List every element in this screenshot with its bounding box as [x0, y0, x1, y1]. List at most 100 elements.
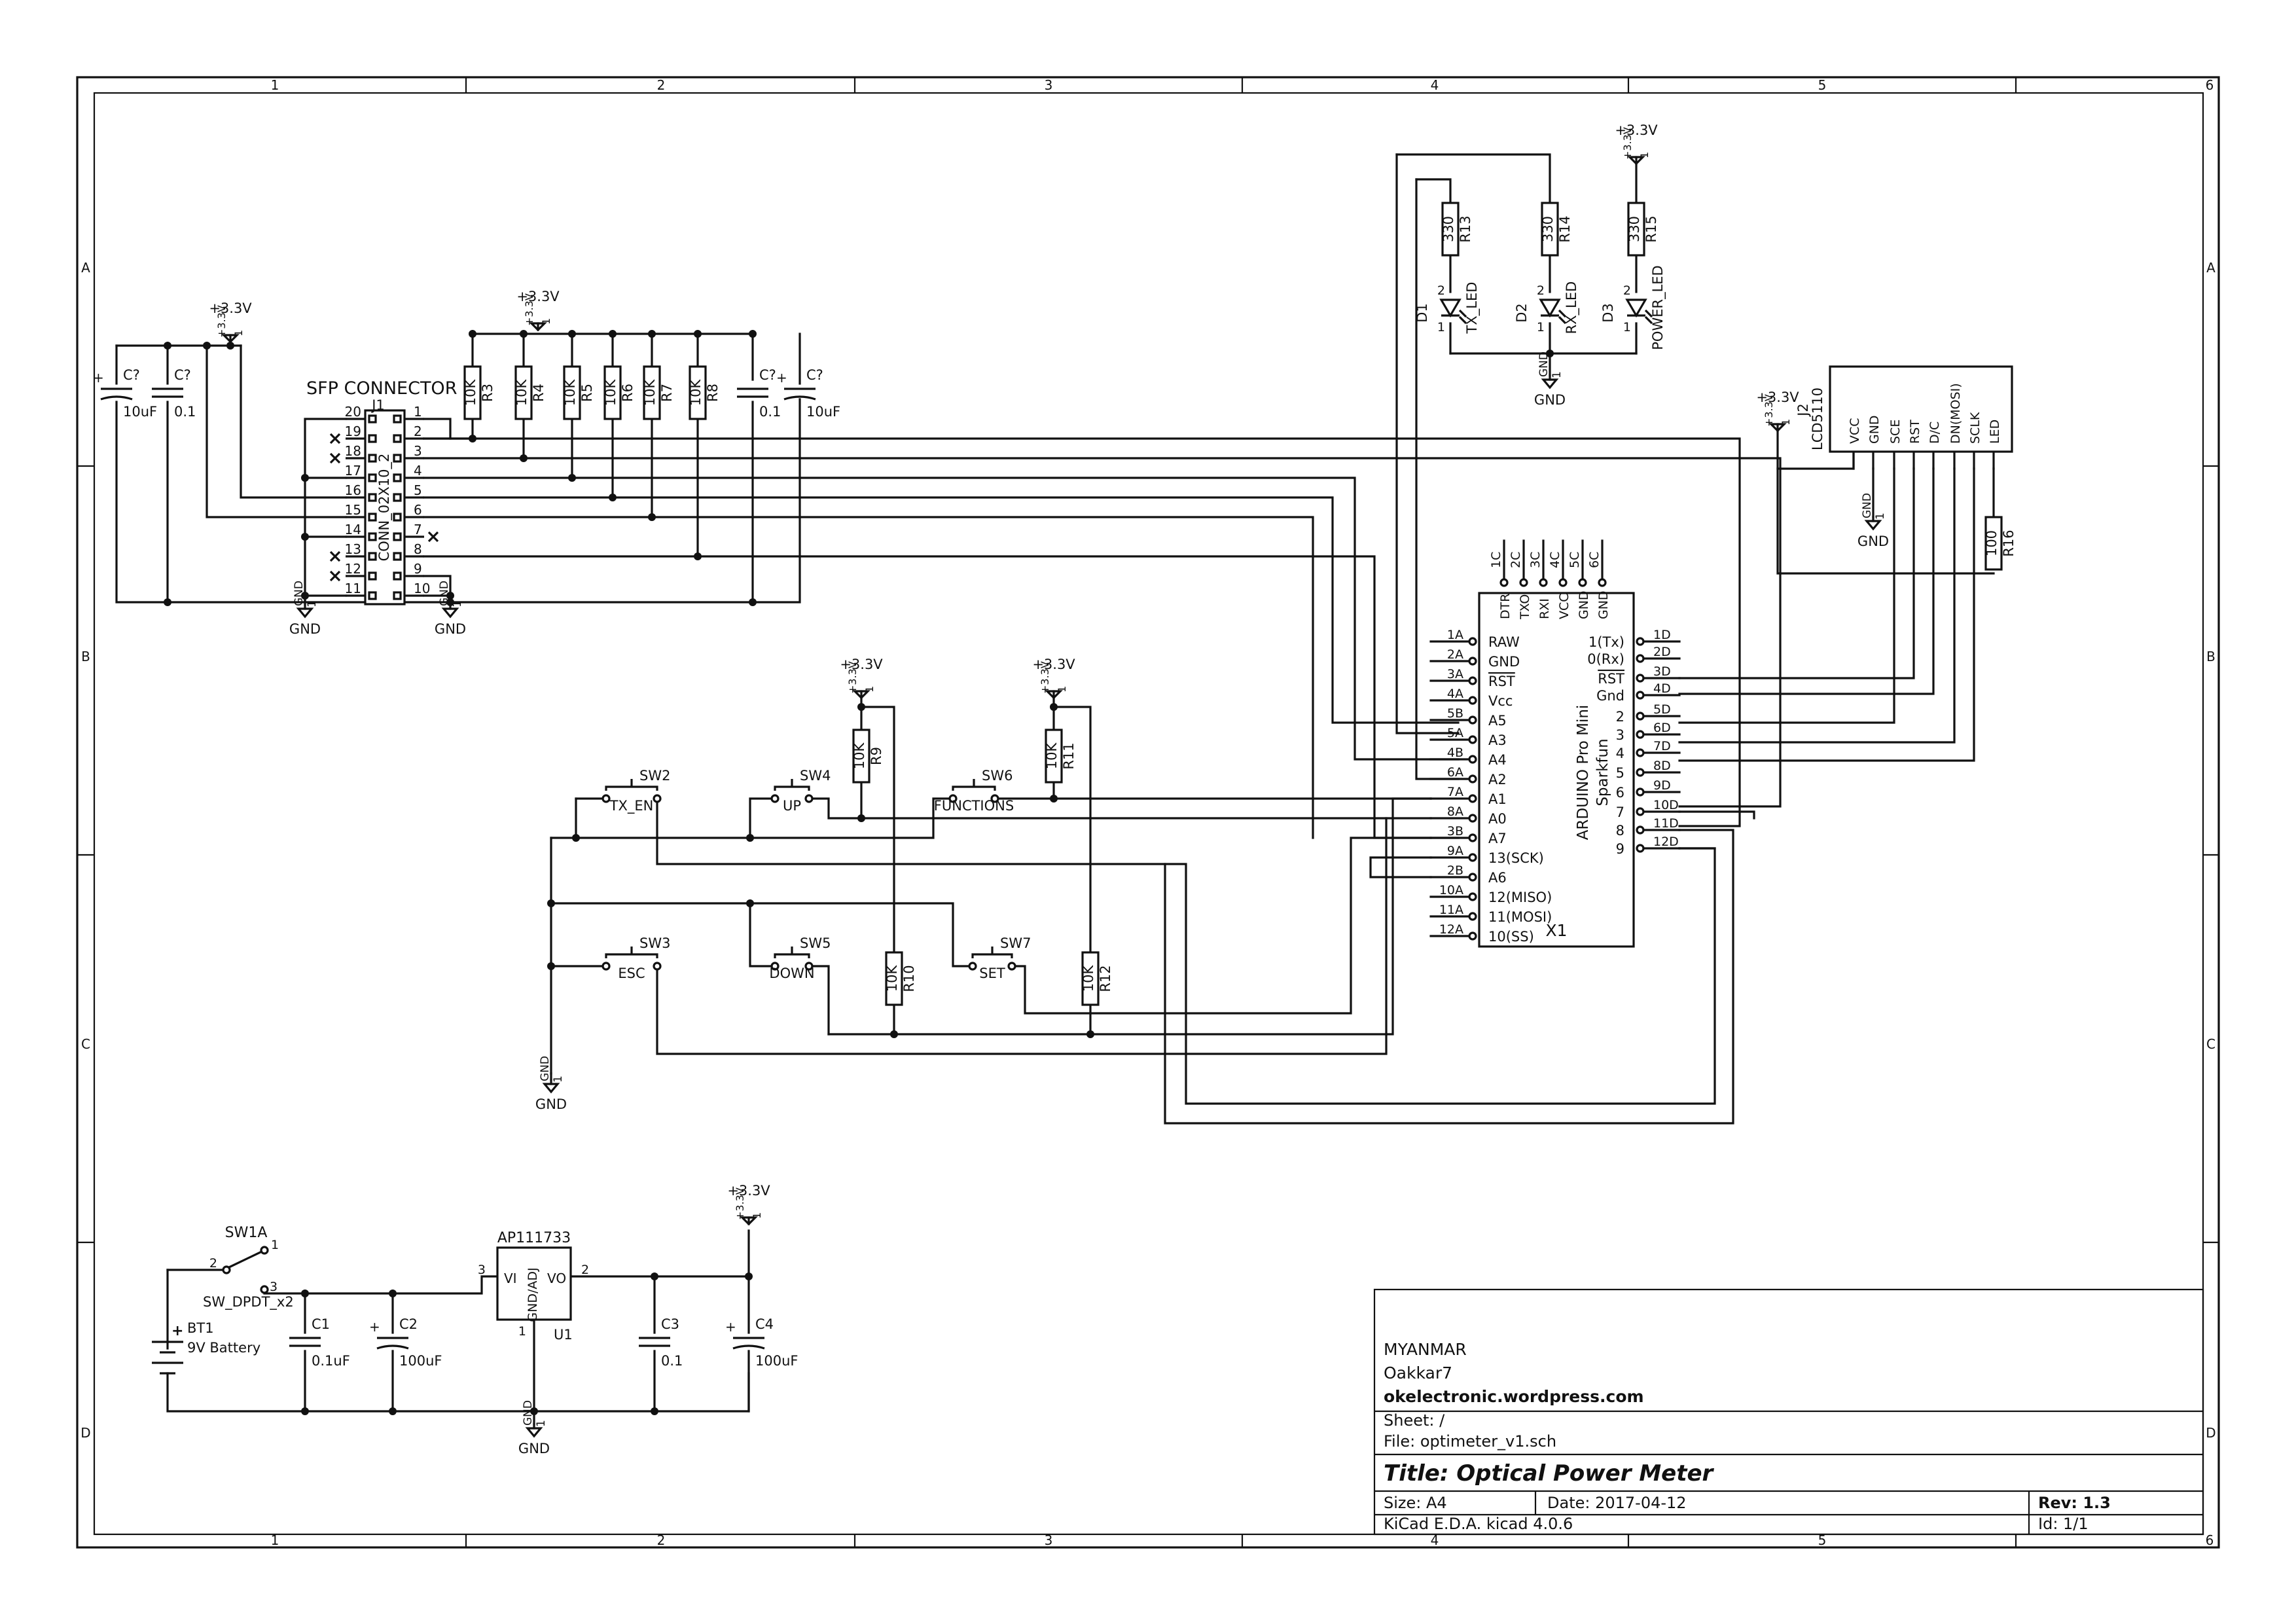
- vcc-pin-label: 1: [1638, 152, 1651, 158]
- lcd-pin-label: RST: [1908, 420, 1922, 444]
- sfp-pin16: [240, 344, 347, 499]
- column-label: 3: [1045, 1532, 1053, 1548]
- arduino-pin: [1468, 755, 1477, 764]
- sfp-pin-number: 2: [414, 424, 422, 439]
- arduino-pin-label: Vcc: [1488, 693, 1513, 709]
- arduino-pin-label: A7: [1488, 831, 1507, 846]
- arduino-pin-label: 8: [1616, 823, 1624, 839]
- switch-actuator: [971, 953, 1013, 958]
- lcd-pin-label: DN(MOSI): [1948, 383, 1963, 444]
- switch-ref: SW4: [800, 768, 831, 784]
- arduino-pin: [1539, 578, 1548, 587]
- sfp-pin-number: 20: [345, 404, 361, 420]
- junction-dot: [651, 1272, 658, 1280]
- sfp-pin-number: 11: [345, 581, 361, 596]
- switch-contact: [1007, 962, 1016, 971]
- resistor-value: 10K: [1081, 965, 1096, 992]
- battery-ref: BT1: [187, 1320, 214, 1336]
- resistor-ref: R11: [1061, 742, 1077, 769]
- capacitor-plate: [376, 1344, 409, 1350]
- sfp-pin-number: 3: [414, 443, 422, 459]
- arduino-pin-label: 9: [1616, 841, 1624, 857]
- column-label: 2: [657, 77, 666, 93]
- led-symbol: [1439, 298, 1462, 318]
- capacitor-value: 10uF: [123, 404, 157, 420]
- lcd-ref: J2: [1795, 403, 1811, 418]
- led-rail-top: [1395, 153, 1551, 204]
- resistor-value: 10K: [514, 379, 529, 406]
- led-arrows: [1458, 309, 1467, 325]
- switch-ref: SW2: [639, 768, 670, 784]
- gnd-symbol: [1864, 520, 1882, 531]
- junction-dot: [609, 330, 617, 338]
- lcd-pin-label: D/C: [1928, 422, 1942, 444]
- arduino-pin-label: 6: [1616, 785, 1624, 801]
- arduino-pin: [1468, 912, 1477, 921]
- sfp-title: SFP CONNECTOR: [306, 378, 457, 399]
- wire: [423, 418, 474, 440]
- arduino-pin-label: GND: [1488, 654, 1520, 670]
- gnd-power: [166, 1372, 750, 1413]
- sfp-pin-number: 12: [345, 561, 361, 577]
- arduino-pin: [1636, 825, 1645, 835]
- sfp-pin-pad: [368, 493, 377, 502]
- sfp-pin-number: 14: [345, 522, 361, 537]
- pin-number: 2: [581, 1263, 589, 1277]
- switch-actuator: [774, 785, 810, 791]
- resistor-ref: R12: [1098, 965, 1113, 992]
- power-switch-value: SW_DPDT_x2: [203, 1294, 294, 1310]
- arduino-pin-label: GND: [1577, 590, 1591, 619]
- wire: [1369, 856, 1432, 878]
- resistor-ref: R7: [659, 384, 675, 402]
- arduino-net-label: 3A: [1447, 667, 1463, 681]
- pin-number: 1: [1437, 320, 1445, 334]
- arduino-pin: [1636, 691, 1645, 700]
- power-symbol: [852, 690, 870, 700]
- arduino-pin: [1468, 715, 1477, 725]
- arduino-pin: [1636, 844, 1645, 853]
- column-label: 4: [1431, 77, 1439, 93]
- arduino-net-label: 2A: [1447, 647, 1463, 662]
- arduino-pin: [1636, 674, 1645, 683]
- vcc-label: +3.3V: [1032, 657, 1075, 672]
- arduino-net-label: 6C: [1587, 552, 1602, 568]
- switch-actuator: [952, 785, 996, 791]
- vcc-label: +3.3V: [1615, 122, 1658, 138]
- resistor-body: [852, 729, 870, 784]
- title-sheet: Sheet: /: [1384, 1411, 1445, 1430]
- resistor-value: 10K: [1044, 742, 1060, 770]
- junction-dot: [226, 342, 234, 350]
- pin-number: 1: [518, 1324, 526, 1339]
- resistor-value: 330: [1441, 216, 1456, 242]
- switch-contact: [653, 794, 662, 803]
- sfp-pin-pad: [393, 571, 402, 581]
- net-sfp4: [423, 477, 1460, 761]
- vcc-pin-label: +3.3V: [1763, 394, 1775, 427]
- resistor-value: 10K: [852, 742, 867, 770]
- vcc-label: +3.3V: [727, 1183, 770, 1199]
- switch-name: SET: [979, 965, 1005, 981]
- arduino-pin-label: 5: [1616, 765, 1624, 781]
- capacitor-polarity: +: [725, 1319, 736, 1335]
- resistor-body: [1045, 729, 1063, 784]
- capacitor-ref: C2: [399, 1316, 418, 1332]
- gnd-symbol: [1541, 378, 1559, 389]
- title-tool: KiCad E.D.A. kicad 4.0.6: [1384, 1515, 1573, 1533]
- power-symbol: [740, 1216, 758, 1226]
- resistor-value: 10K: [642, 379, 658, 406]
- junction-dot: [1050, 795, 1058, 803]
- arduino-pin-label: 1(Tx): [1588, 634, 1624, 650]
- resistor-ref: R10: [901, 965, 917, 992]
- wire: [1776, 429, 1855, 470]
- sfp-pin-pad: [368, 591, 377, 600]
- arduino-net-label: 1C: [1489, 552, 1503, 568]
- title-size: Size: A4: [1384, 1494, 1447, 1512]
- arduino-net-label: 5B: [1447, 706, 1463, 721]
- arduino-net-label: 9D: [1653, 778, 1671, 793]
- wire: [423, 418, 452, 440]
- capacitor-value: 10uF: [806, 404, 840, 420]
- capacitor-polarity: +: [369, 1319, 380, 1335]
- sfp-pin-pad: [393, 532, 402, 541]
